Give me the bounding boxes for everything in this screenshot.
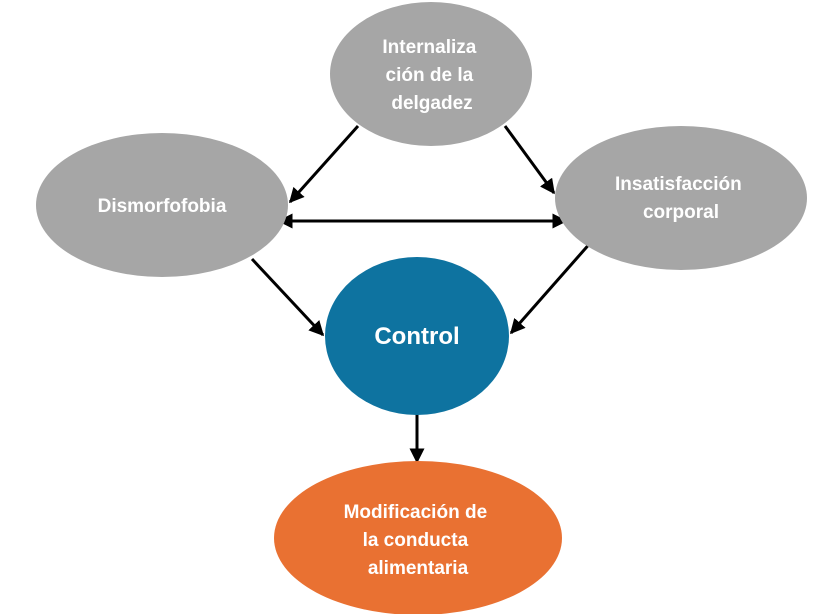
node-dismorfofobia-line-1: Dismorfofobia <box>98 196 227 217</box>
node-internalizacion-shape <box>330 2 532 146</box>
arrow-internalizacion-to-insatisfaccion <box>503 125 556 195</box>
node-insatisfaccion-line-1: Insatisfacción <box>615 174 742 195</box>
node-dismorfofobia: Dismorfofobia <box>36 133 288 277</box>
node-modificacion-line-2: la conducta <box>363 530 469 551</box>
edges <box>250 124 594 464</box>
node-insatisfaccion-label: Insatisfacción corporal <box>615 174 747 223</box>
node-control-line-1: Control <box>374 323 459 350</box>
node-control-label: Control <box>374 323 459 350</box>
node-internalizacion-line-1: Internaliza <box>382 37 476 58</box>
node-dismorfofobia-label: Dismorfofobia <box>98 196 227 217</box>
node-modificacion-shape <box>274 461 562 614</box>
arrow-internalizacion-to-dismorfofobia <box>288 124 360 204</box>
node-internalizacion: Internaliza ción de la delgadez <box>330 2 532 146</box>
node-internalizacion-label: Internaliza ción de la delgadez <box>382 37 481 114</box>
node-internalizacion-line-2: ción de la <box>386 65 474 86</box>
arrow-insatisfaccion-to-control <box>509 240 594 335</box>
node-modificacion: Modificación de la conducta alimentaria <box>274 461 562 614</box>
node-insatisfaccion-shape <box>555 126 807 270</box>
node-modificacion-line-3: alimentaria <box>368 558 469 579</box>
node-internalizacion-line-3: delgadez <box>391 93 472 114</box>
node-insatisfaccion-line-2: corporal <box>643 202 719 223</box>
arrow-dismorfofobia-to-control <box>250 257 325 337</box>
node-modificacion-line-1: Modificación de <box>344 502 488 523</box>
node-modificacion-label: Modificación de la conducta alimentaria <box>344 502 493 579</box>
node-insatisfaccion: Insatisfacción corporal <box>555 126 807 270</box>
node-control: Control <box>325 257 509 415</box>
node-dismorfofobia-shape <box>36 133 288 277</box>
node-control-shape <box>325 257 509 415</box>
